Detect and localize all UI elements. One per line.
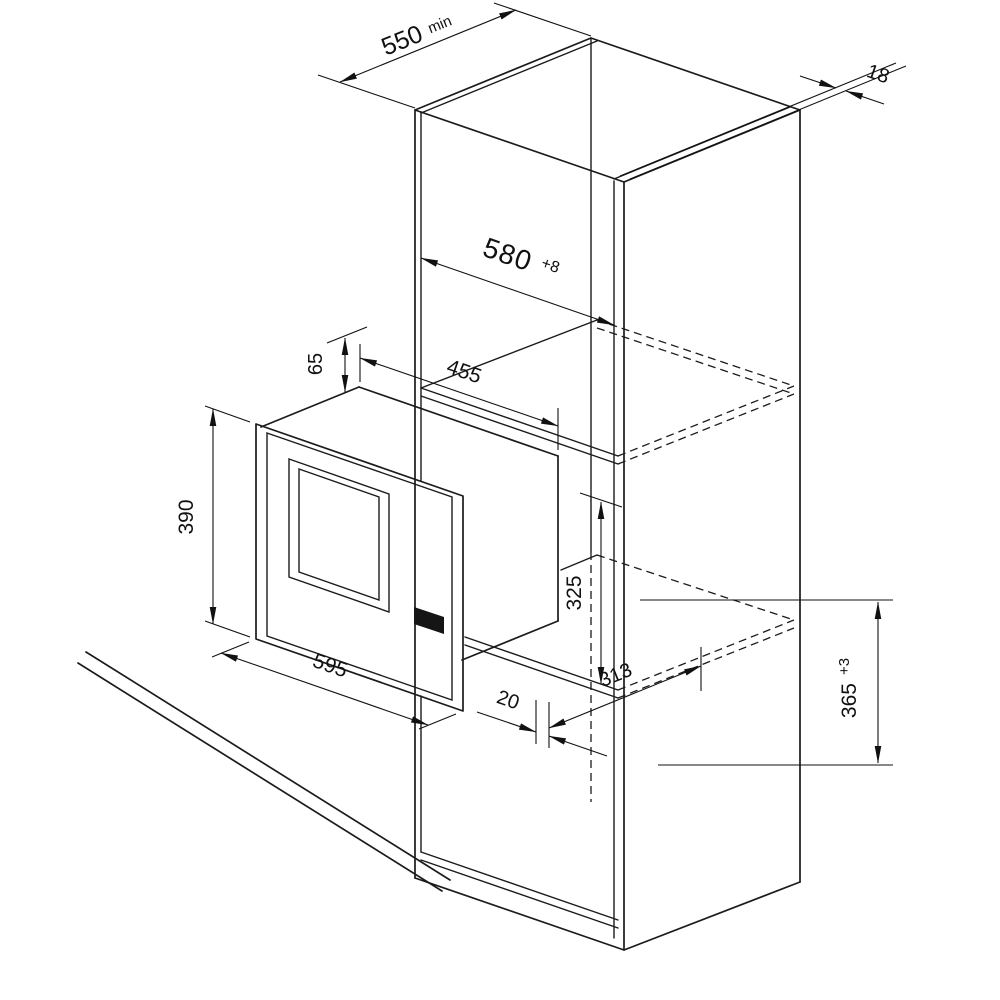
dimension-niche-width: 580+8 — [420, 232, 615, 326]
microwave-door-edge — [266, 432, 453, 701]
door-window-glass — [298, 468, 380, 601]
dimension-front-gap: 20 — [476, 686, 608, 757]
dimension-frame-height: 390 — [175, 405, 251, 638]
floor-lines — [77, 651, 451, 892]
panel-thickness-label: 18 — [864, 60, 892, 88]
dimension-niche-height: 365+3 — [640, 599, 893, 766]
cabinet-depth-label: 550min — [378, 8, 457, 62]
microwave-front-frame — [255, 423, 464, 712]
inner-height-label: 325 — [563, 575, 586, 610]
dimension-panel-thickness: 18 — [619, 60, 907, 180]
door-window-outer — [288, 458, 390, 613]
hidden-shelf-edges — [590, 319, 795, 802]
microwave — [255, 386, 559, 712]
front-gap-label: 20 — [494, 686, 522, 714]
body-depth-label: 313 — [596, 659, 635, 692]
dimension-inner-height: 325 — [563, 492, 623, 685]
body-width-label: 455 — [444, 355, 485, 388]
body-top-left-edge — [260, 386, 360, 428]
control-display — [414, 607, 444, 634]
body-top-back-edge — [358, 386, 559, 457]
cabinet-column — [414, 37, 801, 951]
dimension-top-clearance: 65 — [305, 326, 368, 393]
dimension-frame-width: 595 — [211, 641, 457, 730]
frame-height-label: 390 — [175, 499, 198, 534]
niche-width-label: 580+8 — [479, 232, 563, 287]
niche-height-label: 365+3 — [836, 658, 861, 718]
top-clearance-label: 65 — [305, 353, 327, 375]
frame-width-label: 595 — [310, 649, 351, 682]
body-bottom-right-edge — [461, 620, 559, 661]
